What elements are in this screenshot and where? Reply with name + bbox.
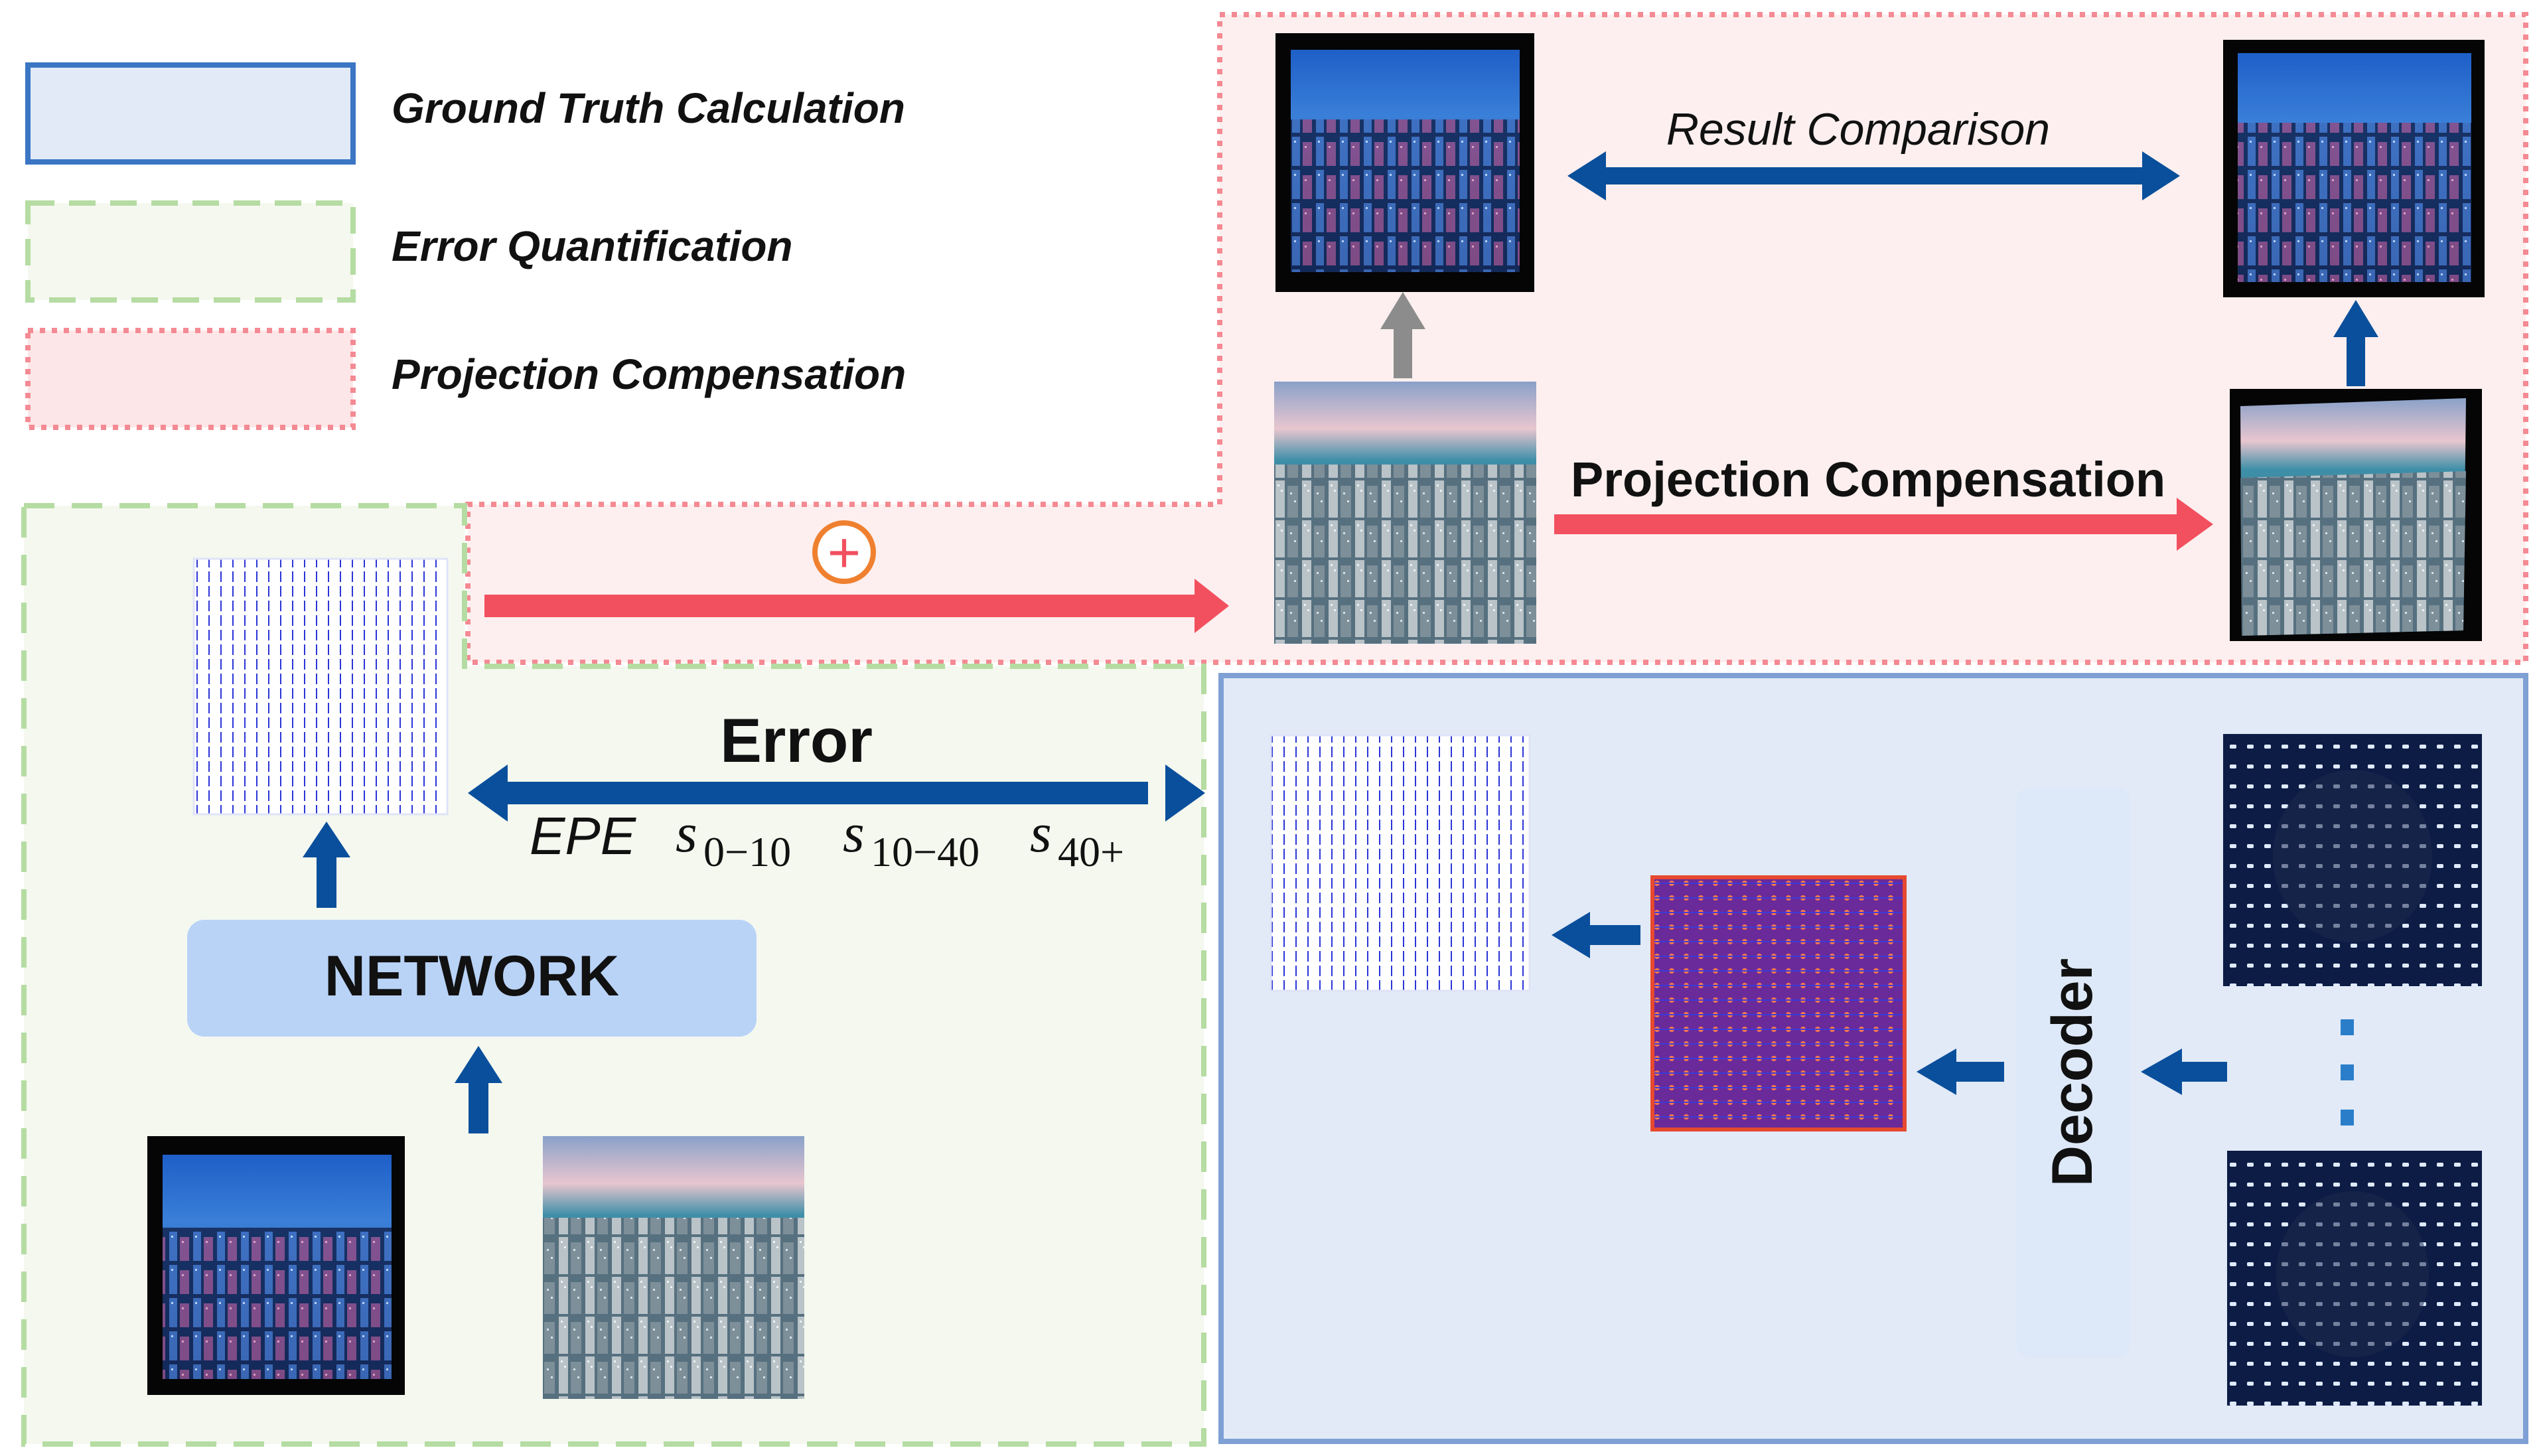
ellipsis-dots [2341,1019,2354,1126]
ground-truth-flow-field [1270,734,1531,992]
projection-compensation-arrow [1554,498,2213,551]
legend-swatch-ground-truth [25,62,356,165]
patterns-to-decoder-arrow [2141,1049,2227,1095]
legend-swatch-projection-compensation [25,328,356,430]
error-arrow [468,764,1205,822]
metric-s-10-40: s 10−40 [843,802,979,875]
legend-label-projection-compensation: Projection Compensation [392,350,906,398]
metric-s-0-10: s 0−10 [676,802,791,875]
structured-light-pattern-bottom [2227,1151,2482,1406]
dense-correspondence-map [1650,875,1907,1131]
result-image-top-right [2223,40,2485,297]
legend-label-error-quantification: Error Quantification [392,222,793,270]
network-block: NETWORK [187,920,757,1037]
svg-text:s: s [1030,802,1052,864]
compensated-image [2230,389,2482,641]
network-input-arrow [455,1046,502,1133]
decoder-block: Decoder [2016,787,2130,1358]
warp-apply-arrow [484,579,1229,633]
decoder-to-dense-arrow [1917,1049,2004,1095]
plus-icon: + [812,520,876,585]
decoder-label: Decoder [2041,958,2104,1187]
result-comparison-label: Result Comparison [1666,104,2050,155]
projection-compensation-label: Projection Compensation [1571,452,2165,507]
input-projected-image [147,1136,405,1395]
legend: Ground Truth Calculation Error Quantific… [25,62,906,430]
svg-text:s: s [843,802,865,864]
network-output-arrow [303,822,350,908]
capture-up-arrow-gray [1380,292,1425,378]
error-label: Error [720,705,873,775]
legend-swatch-error-quantification [25,200,356,303]
svg-text:40+: 40+ [1058,828,1124,875]
result-comparison-arrow [1567,151,2180,200]
legend-label-ground-truth: Ground Truth Calculation [392,84,905,132]
capture-up-arrow-blue [2333,300,2378,386]
svg-text:0−10: 0−10 [703,828,791,875]
svg-text:10−40: 10−40 [871,828,979,875]
input-original-image [543,1136,804,1399]
metric-s-40-plus: s 40+ [1030,802,1124,875]
structured-light-pattern-top [2223,734,2482,986]
predicted-flow-field [192,557,449,816]
dense-to-flow-arrow [1552,912,1640,958]
metric-epe: EPE [530,806,637,865]
original-city-image [1274,382,1536,644]
projected-captured-image-top [1275,33,1534,292]
network-label: NETWORK [325,944,619,1008]
svg-text:+: + [828,521,861,585]
svg-text:s: s [676,802,697,864]
